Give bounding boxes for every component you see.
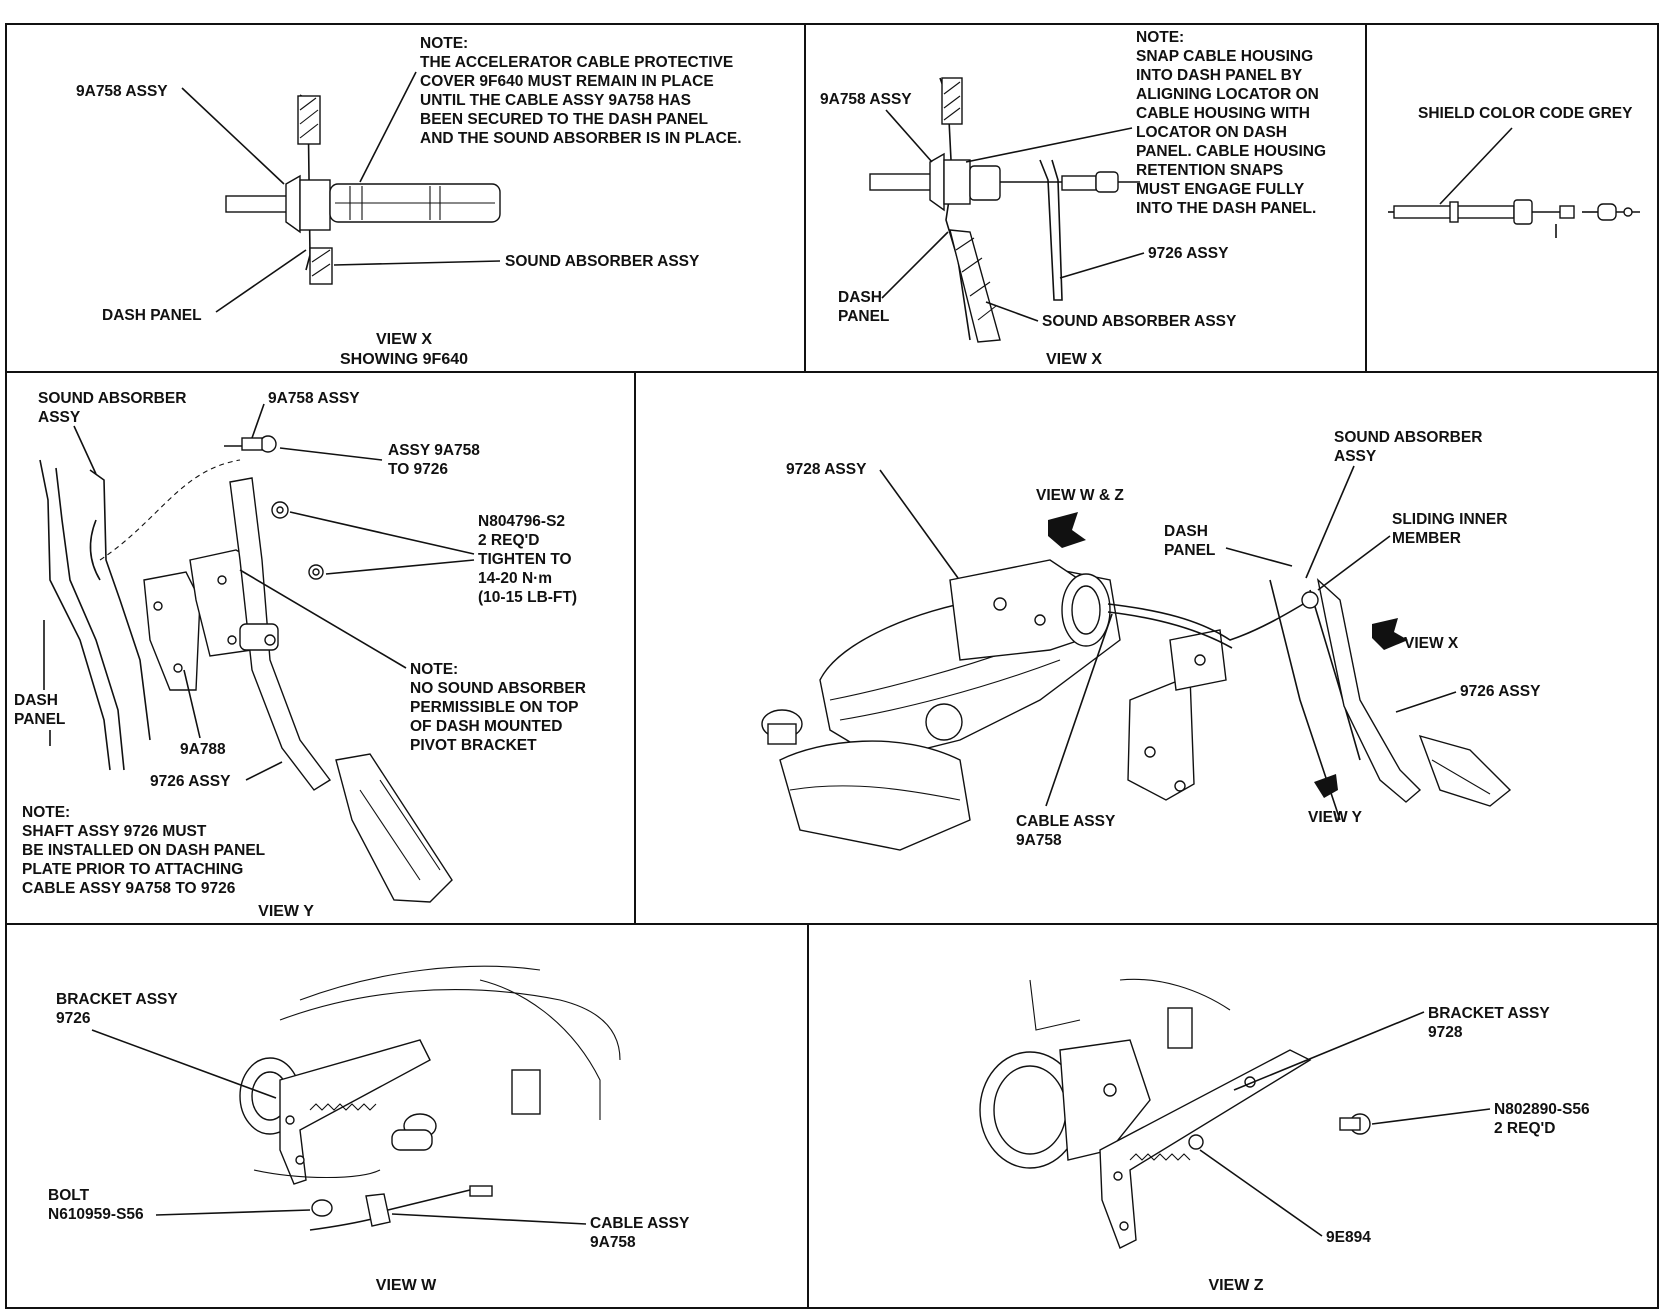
p5-label-dash-1: DASH: [1164, 523, 1208, 540]
p7-label-bolt-2: 2 REQ'D: [1494, 1120, 1555, 1137]
p2-note-line-8: RETENTION SNAPS: [1136, 162, 1283, 179]
p6-label-bracket-1: BRACKET ASSY: [56, 991, 178, 1008]
p4-bottom-note-3: BE INSTALLED ON DASH PANEL: [22, 842, 265, 859]
p1-caption: VIEW X: [376, 331, 432, 348]
p6-label-bolt-2: N610959-S56: [48, 1206, 144, 1223]
panel-frames: [5, 23, 1659, 1309]
p4-label-dash-1: DASH: [14, 692, 58, 709]
p2-note-line-4: ALIGNING LOCATOR ON: [1136, 86, 1319, 103]
p4-label-shaft: 9726 ASSY: [150, 773, 231, 790]
p6-caption: VIEW W: [376, 1277, 437, 1294]
p1-note-line-1: NOTE:: [420, 35, 468, 52]
p4-note-4: OF DASH MOUNTED: [410, 718, 562, 735]
p4-label-nut-4: 14-20 N·m: [478, 570, 552, 587]
p5-label-dash-2: PANEL: [1164, 542, 1215, 559]
panel-overview: 9728 ASSY VIEW W & Z SOUND ABSORBER ASSY…: [761, 429, 1541, 851]
p4-label-nut-5: (10-15 LB-FT): [478, 589, 577, 606]
p4-label-bracket: 9A788: [180, 741, 226, 758]
p4-label-dash-2: PANEL: [14, 711, 65, 728]
panel-view-w: BRACKET ASSY 9726 BOLT N610959-S56 CABLE…: [48, 965, 690, 1294]
p1-caption-2: SHOWING 9F640: [340, 351, 468, 368]
panel-view-y: SOUND ABSORBER ASSY 9A758 ASSY ASSY 9A75…: [14, 390, 586, 920]
p4-label-nut-2: 2 REQ'D: [478, 532, 539, 549]
panel-view-x-9f640: NOTE: THE ACCELERATOR CABLE PROTECTIVE C…: [76, 35, 742, 368]
p4-bottom-note-4: PLATE PRIOR TO ATTACHING: [22, 861, 243, 878]
p5-label-cable-1: CABLE ASSY: [1016, 813, 1116, 830]
p6-label-bolt-1: BOLT: [48, 1187, 90, 1204]
p1-note-line-6: AND THE SOUND ABSORBER IS IN PLACE.: [420, 130, 742, 147]
p2-label-sound: SOUND ABSORBER ASSY: [1042, 313, 1237, 330]
p4-bottom-note-1: NOTE:: [22, 804, 70, 821]
p1-note-line-5: BEEN SECURED TO THE DASH PANEL: [420, 111, 708, 128]
p4-note-1: NOTE:: [410, 661, 458, 678]
p2-label-dash-2: PANEL: [838, 308, 889, 325]
p5-label-shaft: 9726 ASSY: [1460, 683, 1541, 700]
p1-label-cable: 9A758 ASSY: [76, 83, 168, 100]
p5-label-cable-2: 9A758: [1016, 832, 1062, 849]
p2-note-line-10: INTO THE DASH PANEL.: [1136, 200, 1316, 217]
p4-label-sound-1: SOUND ABSORBER: [38, 390, 186, 407]
p4-label-assy-to-1: ASSY 9A758: [388, 442, 480, 459]
p2-note-line-1: NOTE:: [1136, 29, 1184, 46]
panel-view-z: BRACKET ASSY 9728 N802890-S56 2 REQ'D 9E…: [979, 978, 1590, 1294]
p2-note-line-5: CABLE HOUSING WITH: [1136, 105, 1310, 122]
p4-caption: VIEW Y: [258, 903, 314, 920]
p5-label-view-x: VIEW X: [1404, 635, 1459, 652]
p5-label-view-wz: VIEW W & Z: [1036, 487, 1124, 504]
p6-label-cable-2: 9A758: [590, 1234, 636, 1251]
p7-label-bracket-1: BRACKET ASSY: [1428, 1005, 1550, 1022]
p7-label-bolt-1: N802890-S56: [1494, 1101, 1590, 1118]
p4-note-5: PIVOT BRACKET: [410, 737, 537, 754]
p1-label-sound: SOUND ABSORBER ASSY: [505, 253, 700, 270]
p4-label-sound-2: ASSY: [38, 409, 81, 426]
p2-label-cable: 9A758 ASSY: [820, 91, 912, 108]
p4-label-nut-3: TIGHTEN TO: [478, 551, 572, 568]
p5-label-bracket: 9728 ASSY: [786, 461, 867, 478]
p4-bottom-note-2: SHAFT ASSY 9726 MUST: [22, 823, 207, 840]
p6-label-cable-1: CABLE ASSY: [590, 1215, 690, 1232]
p4-label-cable: 9A758 ASSY: [268, 390, 360, 407]
p7-label-spring: 9E894: [1326, 1229, 1371, 1246]
p5-label-sliding-1: SLIDING INNER: [1392, 511, 1507, 528]
p1-note-line-3: COVER 9F640 MUST REMAIN IN PLACE: [420, 73, 714, 90]
p2-note-line-9: MUST ENGAGE FULLY: [1136, 181, 1305, 198]
p2-note-line-3: INTO DASH PANEL BY: [1136, 67, 1303, 84]
p5-label-sliding-2: MEMBER: [1392, 530, 1461, 547]
p4-label-assy-to-2: TO 9726: [388, 461, 448, 478]
p4-note-2: NO SOUND ABSORBER: [410, 680, 586, 697]
p2-note-line-2: SNAP CABLE HOUSING: [1136, 48, 1313, 65]
p1-note-line-2: THE ACCELERATOR CABLE PROTECTIVE: [420, 54, 733, 71]
p2-caption: VIEW X: [1046, 351, 1102, 368]
p1-note-line-4: UNTIL THE CABLE ASSY 9A758 HAS: [420, 92, 691, 109]
p4-label-nut-1: N804796-S2: [478, 513, 565, 530]
p6-label-bracket-2: 9726: [56, 1010, 91, 1027]
p5-label-sound-1: SOUND ABSORBER: [1334, 429, 1482, 446]
p5-label-sound-2: ASSY: [1334, 448, 1377, 465]
panel-view-x-snap: NOTE: SNAP CABLE HOUSING INTO DASH PANEL…: [820, 29, 1326, 368]
p1-label-dash: DASH PANEL: [102, 307, 202, 324]
panel-shield-color: SHIELD COLOR CODE GREY: [1388, 105, 1640, 238]
p2-note-line-7: PANEL. CABLE HOUSING: [1136, 143, 1326, 160]
p5-label-view-y: VIEW Y: [1308, 809, 1363, 826]
p2-note-line-6: LOCATOR ON DASH: [1136, 124, 1287, 141]
p4-bottom-note-5: CABLE ASSY 9A758 TO 9726: [22, 880, 236, 897]
p7-label-bracket-2: 9728: [1428, 1024, 1463, 1041]
p7-caption: VIEW Z: [1208, 1277, 1263, 1294]
p3-label-shield: SHIELD COLOR CODE GREY: [1418, 105, 1633, 122]
p2-label-dash-1: DASH: [838, 289, 882, 306]
p4-note-3: PERMISSIBLE ON TOP: [410, 699, 579, 716]
p2-label-shaft: 9726 ASSY: [1148, 245, 1229, 262]
